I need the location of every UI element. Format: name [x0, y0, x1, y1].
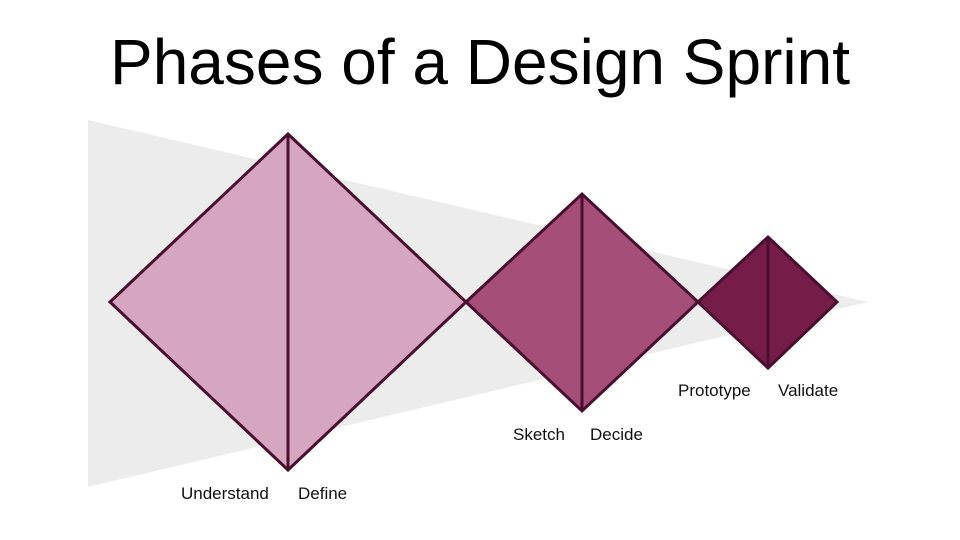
label-validate: Validate — [778, 381, 839, 400]
label-define: Define — [298, 484, 348, 503]
slide-title: Phases of a Design Sprint — [110, 26, 850, 98]
label-sketch: Sketch — [513, 425, 565, 444]
label-prototype: Prototype — [678, 381, 751, 400]
label-decide: Decide — [590, 425, 643, 444]
phase-diamond-3 — [695, 234, 840, 371]
label-understand: Understand — [181, 484, 269, 503]
